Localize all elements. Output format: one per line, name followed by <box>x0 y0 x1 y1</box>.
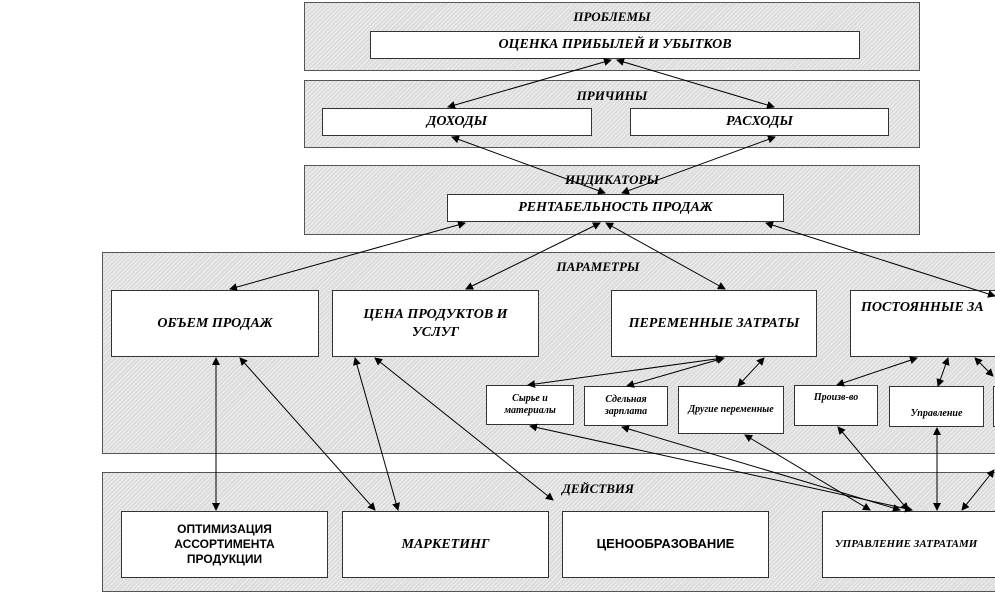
assortment-box: ОПТИМИЗАЦИЯ АССОРТИМЕНТА ПРОДУКЦИИ <box>121 511 328 578</box>
sales-profitability-box: РЕНТАБЕЛЬНОСТЬ ПРОДАЖ <box>447 194 784 222</box>
price-box: ЦЕНА ПРОДУКТОВ И УСЛУГ <box>332 290 539 357</box>
raw-materials-box: Сырье и материалы <box>486 385 574 425</box>
income-box: ДОХОДЫ <box>322 108 592 136</box>
profit-loss-box: ОЦЕНКА ПРИБЫЛЕЙ И УБЫТКОВ <box>370 31 860 59</box>
marketing-box: МАРКЕТИНГ <box>342 511 549 578</box>
cost-management-box: УПРАВЛЕНИЕ ЗАТРАТАМИ <box>822 511 995 578</box>
fixed-costs-label: ПОСТОЯННЫЕ ЗА <box>861 300 984 315</box>
cost-management-label: УПРАВЛЕНИЕ ЗАТРАТАМИ <box>835 537 978 550</box>
fixed-costs-box: ПОСТОЯННЫЕ ЗА <box>850 290 995 357</box>
extra-fixed-box <box>993 386 995 427</box>
problems-title: ПРОБЛЕМЫ <box>573 9 651 24</box>
pricing-box: ЦЕНООБРАЗОВАНИЕ <box>562 511 769 578</box>
causes-title: ПРИЧИНЫ <box>576 88 648 103</box>
management-box: Управление <box>889 386 984 427</box>
variable-costs-box: ПЕРЕМЕННЫЕ ЗАТРАТЫ <box>611 290 817 357</box>
sales-volume-box: ОБЪЕМ ПРОДАЖ <box>111 290 319 357</box>
indicators-title: ИНДИКАТОРЫ <box>564 172 660 187</box>
parameters-title: ПАРАМЕТРЫ <box>556 259 640 274</box>
production-box: Произв-во <box>794 385 878 426</box>
actions-title: ДЕЙСТВИЯ <box>561 481 634 496</box>
piece-wage-box: Сдельная зарплата <box>584 386 668 426</box>
other-variable-box: Другие переменные <box>678 386 784 434</box>
expenses-box: РАСХОДЫ <box>630 108 889 136</box>
